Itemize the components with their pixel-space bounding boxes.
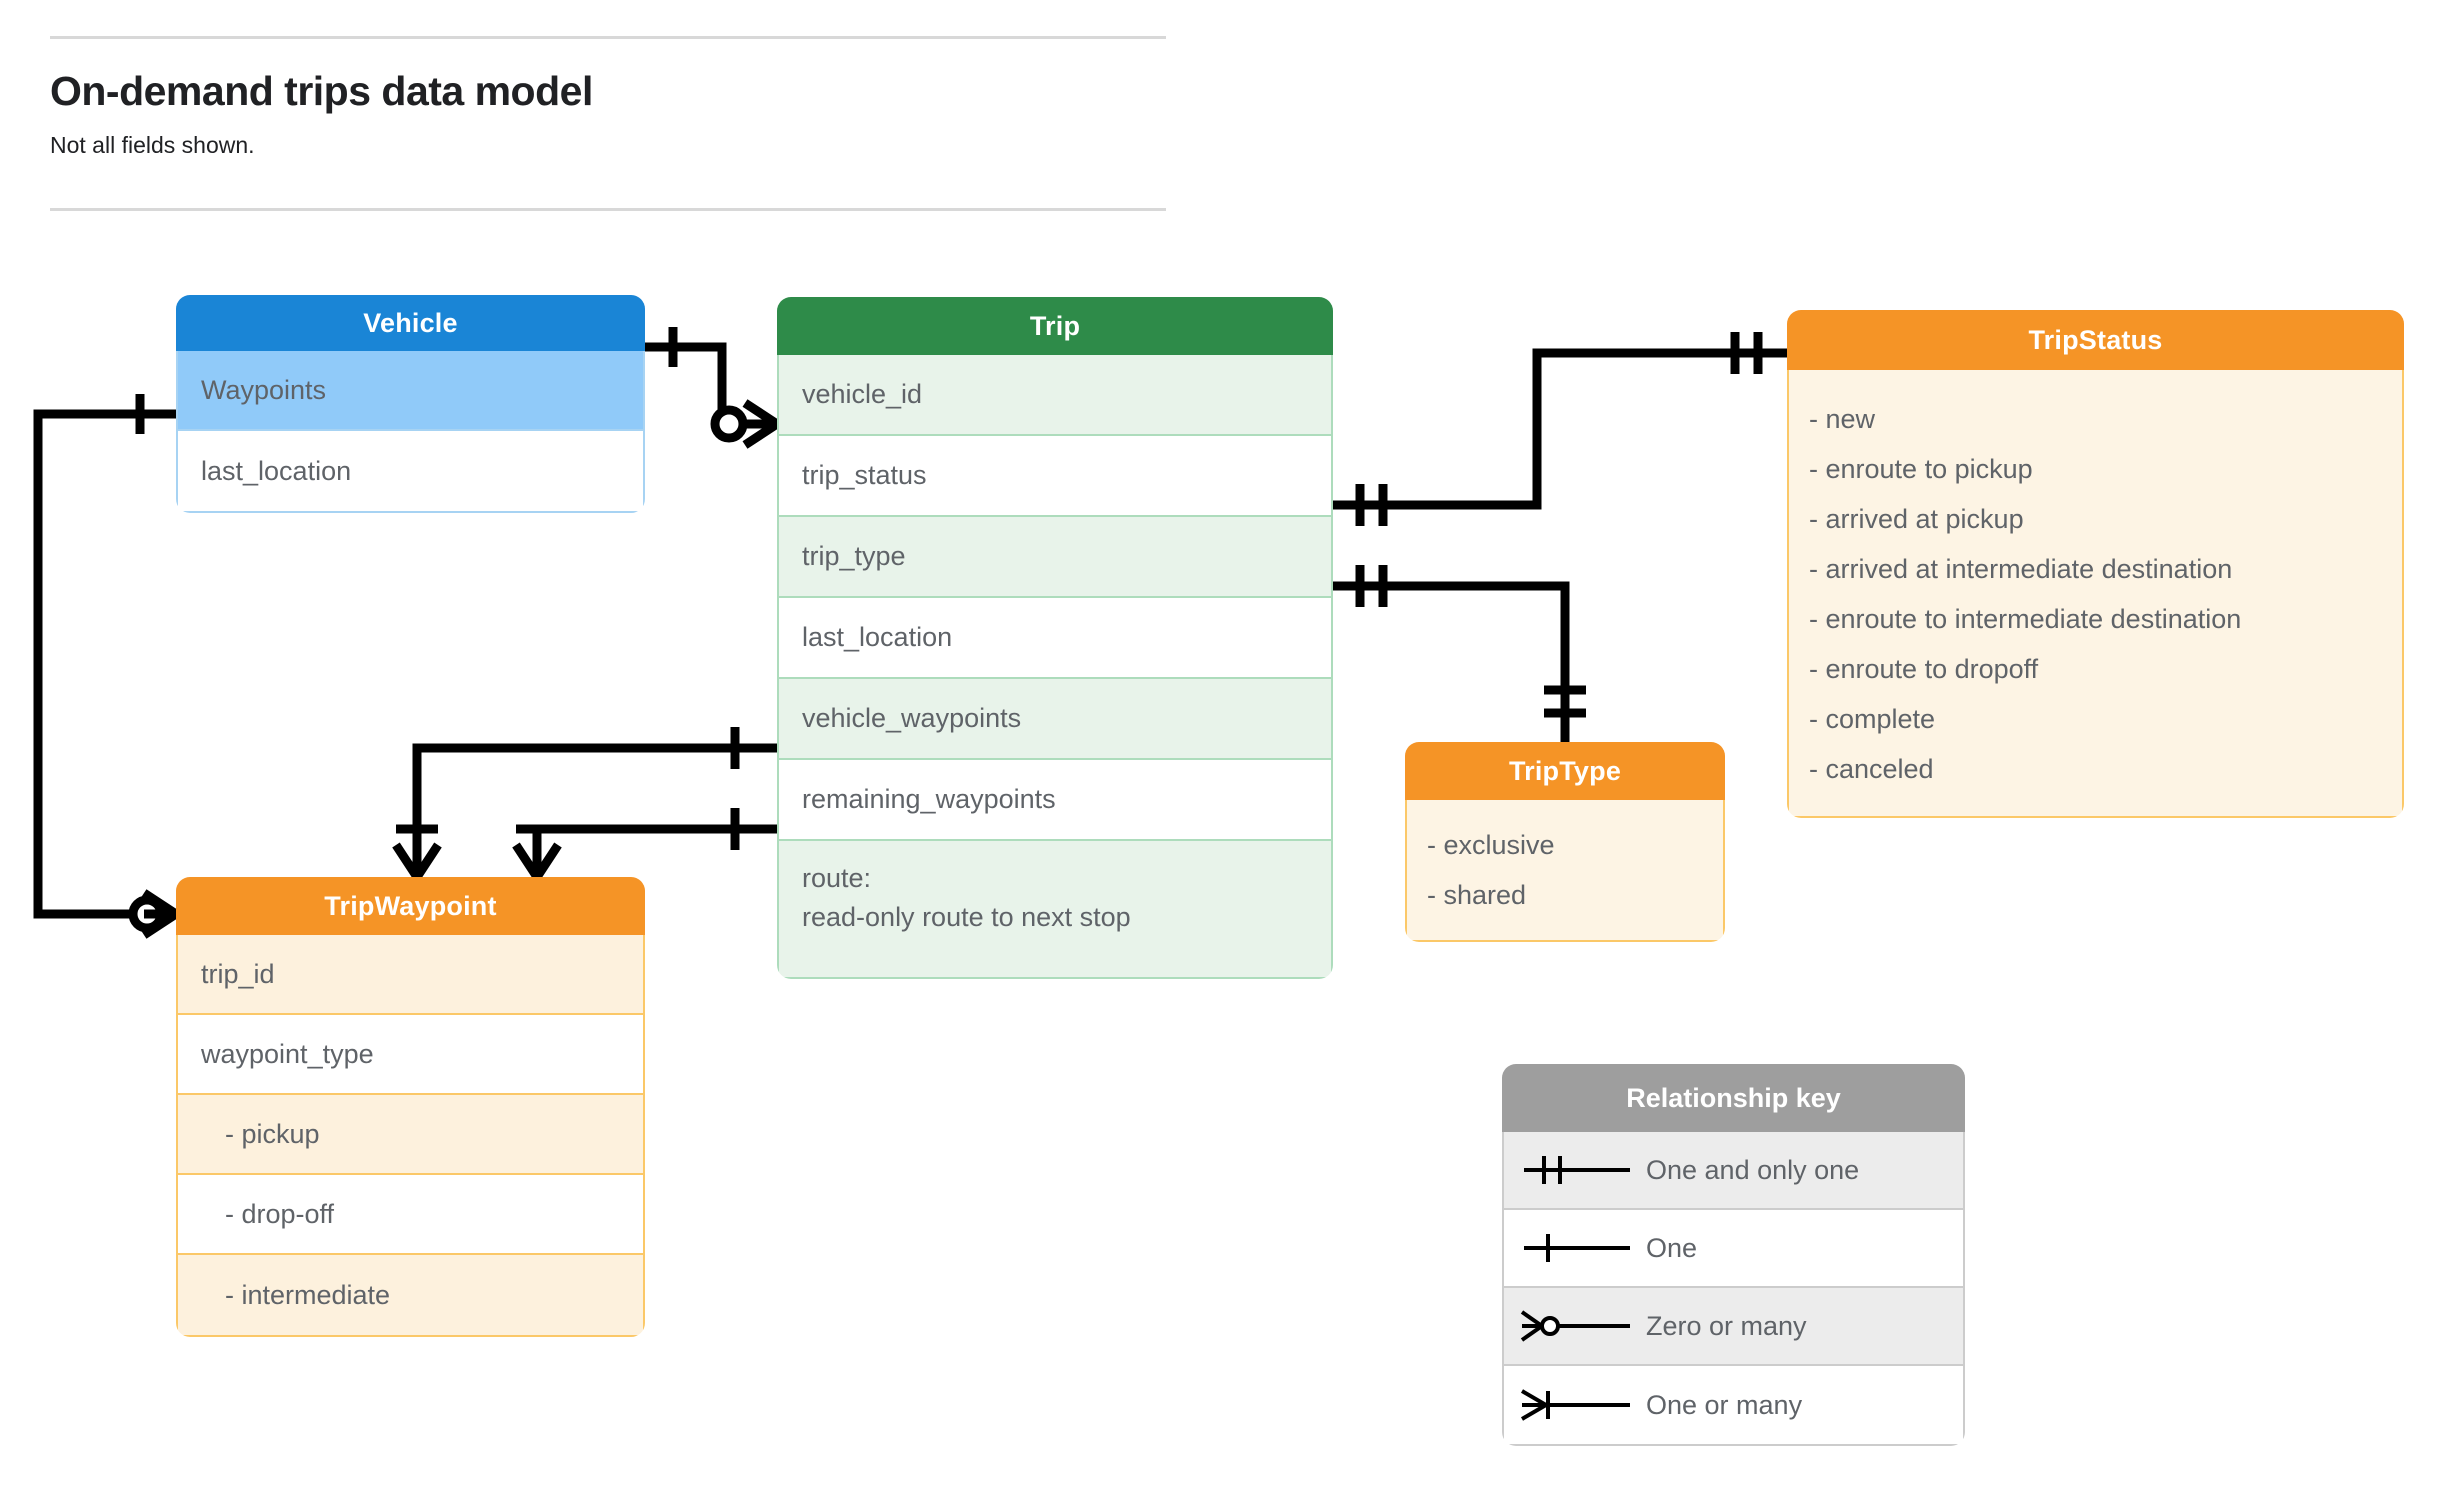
tripstatus-value: - enroute to pickup <box>1809 454 2033 484</box>
field-trip-trip-status[interactable]: trip_status <box>779 436 1331 517</box>
connector-vehicle-waypoints-to-tripwaypoint <box>33 394 179 939</box>
field-trip-trip-type[interactable]: trip_type <box>779 517 1331 598</box>
entity-tripwaypoint[interactable]: TripWaypoint trip_id waypoint_type - pic… <box>176 877 645 1337</box>
legend-label: One and only one <box>1646 1154 1860 1185</box>
entity-tripwaypoint-title: TripWaypoint <box>176 877 645 935</box>
legend-row-one-and-only-one: One and only one <box>1504 1132 1963 1210</box>
field-vehicle-waypoints[interactable]: Waypoints <box>178 351 643 431</box>
field-trip-route-description: read-only route to next stop <box>802 902 1131 933</box>
legend-row-one-or-many: One or many <box>1504 1366 1963 1444</box>
header-rule-top <box>50 36 1166 39</box>
legend-label: One or many <box>1646 1389 1803 1420</box>
triptype-value: - exclusive <box>1427 830 1555 860</box>
field-trip-vehicle-waypoints[interactable]: vehicle_waypoints <box>779 679 1331 760</box>
field-vehicle-last-location[interactable]: last_location <box>201 455 352 486</box>
legend-row-zero-or-many: Zero or many <box>1504 1288 1963 1366</box>
legend-title: Relationship key <box>1502 1064 1965 1132</box>
legend-label: One <box>1646 1232 1698 1263</box>
page-title: On-demand trips data model <box>50 68 593 114</box>
entity-tripstatus[interactable]: TripStatus - new - enroute to pickup - a… <box>1787 310 2404 818</box>
tripstatus-value: - complete <box>1809 704 1936 734</box>
field-tripwaypoint-value-dropoff: - drop-off <box>178 1175 643 1255</box>
one-and-only-one-icon <box>1524 1156 1630 1184</box>
one-or-many-icon <box>1520 1389 1630 1421</box>
page-subtitle: Not all fields shown. <box>50 132 255 158</box>
entity-vehicle-fields: Waypoints last_location <box>176 351 645 513</box>
connector-vehicle-waypoints-field-to-tripwaypoint <box>392 727 777 880</box>
one-icon <box>1524 1234 1630 1262</box>
header-rule-bottom <box>50 208 1166 211</box>
legend-rows: One and only one One Zero or many <box>1502 1132 1965 1446</box>
legend-row-one: One <box>1504 1210 1963 1288</box>
field-trip-last-location[interactable]: last_location <box>779 598 1331 679</box>
tripstatus-value: - enroute to intermediate destination <box>1809 604 2242 634</box>
field-tripwaypoint-value-pickup: - pickup <box>178 1095 643 1175</box>
entity-triptype-values: - exclusive - shared <box>1405 800 1725 942</box>
entity-trip-fields: vehicle_id trip_status trip_type last_lo… <box>777 355 1333 979</box>
entity-trip-title: Trip <box>777 297 1333 355</box>
field-trip-route-label: route: <box>802 863 872 893</box>
legend-label: Zero or many <box>1646 1310 1807 1341</box>
field-tripwaypoint-trip-id[interactable]: trip_id <box>178 935 643 1015</box>
field-tripwaypoint-waypoint-type[interactable]: waypoint_type <box>178 1015 643 1095</box>
field-tripwaypoint-value-intermediate: - intermediate <box>178 1255 643 1335</box>
tripstatus-value: - arrived at intermediate destination <box>1809 554 2233 584</box>
field-trip-remaining-waypoints[interactable]: remaining_waypoints <box>779 760 1331 841</box>
tripstatus-value: - new <box>1809 404 1876 434</box>
entity-vehicle-title: Vehicle <box>176 295 645 351</box>
connector-trip-status-to-tripstatus <box>1333 332 1787 526</box>
entity-triptype[interactable]: TripType - exclusive - shared <box>1405 742 1725 942</box>
entity-tripstatus-title: TripStatus <box>1787 310 2404 370</box>
triptype-value: - shared <box>1427 880 1527 910</box>
entity-tripstatus-values: - new - enroute to pickup - arrived at p… <box>1787 370 2404 818</box>
relationship-key-legend: Relationship key One and only one One <box>1502 1064 1965 1446</box>
field-trip-route[interactable]: route: read-only route to next stop <box>779 841 1331 977</box>
entity-trip[interactable]: Trip vehicle_id trip_status trip_type la… <box>777 297 1333 979</box>
connector-remaining-waypoints-to-tripwaypoint <box>512 808 777 880</box>
field-trip-vehicle-id[interactable]: vehicle_id <box>779 355 1331 436</box>
tripstatus-value: - enroute to dropoff <box>1809 654 2039 684</box>
zero-or-many-icon <box>1520 1310 1630 1342</box>
entity-vehicle[interactable]: Vehicle Waypoints last_location <box>176 295 645 513</box>
tripstatus-value: - arrived at pickup <box>1809 504 2024 534</box>
entity-triptype-title: TripType <box>1405 742 1725 800</box>
connector-vehicle-to-trip <box>645 327 780 449</box>
entity-tripwaypoint-fields: trip_id waypoint_type - pickup - drop-of… <box>176 935 645 1337</box>
connector-trip-type-to-triptype <box>1333 565 1586 742</box>
tripstatus-value: - canceled <box>1809 754 1934 784</box>
